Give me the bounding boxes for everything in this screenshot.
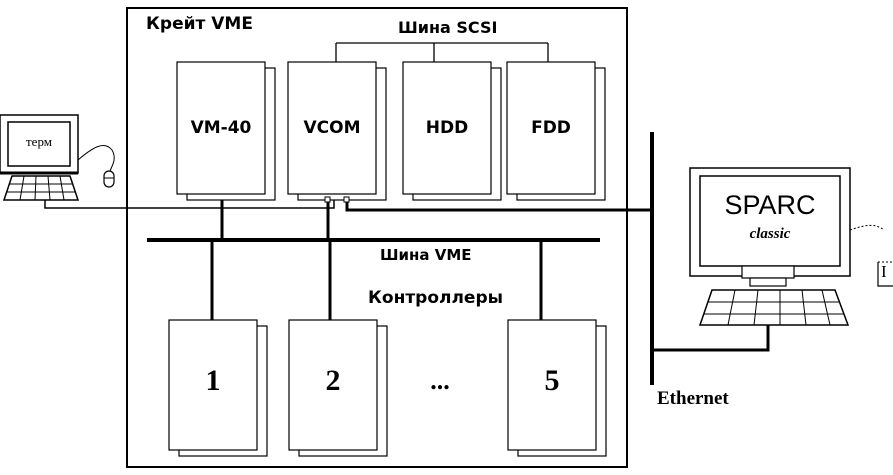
controllers-heading: Контроллеры (368, 288, 503, 308)
terminal-serial-line (44, 200, 335, 209)
ethernet-label: Ethernet (657, 388, 729, 409)
module-hdd-label: HDD (425, 118, 469, 138)
workstation-mouse-cable (849, 224, 885, 231)
module-fdd-label: FDD (531, 118, 571, 138)
vcom-port-right (343, 196, 350, 203)
crate-title: Крейт VME (146, 14, 253, 34)
module-vcom-card (287, 61, 387, 201)
module-fdd-card (506, 61, 606, 201)
workstation-screen-subtitle: classic (749, 226, 791, 242)
workstation-keyboard-icon (698, 289, 850, 326)
mouse-cable (77, 145, 115, 173)
workstation-ethernet-link (652, 325, 770, 352)
terminal-icon (0, 114, 80, 201)
vcom-ethernet-link (345, 202, 652, 212)
controller-5-card (507, 319, 607, 457)
controller-2-card (288, 319, 388, 457)
mouse-icon (103, 170, 115, 188)
module-vm40-label: VM-40 (190, 118, 252, 138)
scsi-bus-label: Шина SCSI (398, 18, 498, 37)
controller-2-label: 2 (325, 364, 341, 397)
terminal-screen-label: терм (26, 134, 52, 149)
vme-bus-label: Шина VME (380, 246, 472, 264)
controller-1-card (168, 319, 268, 457)
workstation-screen-title: SPARC (724, 190, 816, 220)
workstation-mouse-icon (877, 261, 893, 287)
keyboard-icon (2, 175, 80, 201)
controller-ellipsis-label: ... (430, 366, 450, 395)
module-vm40-card (176, 61, 276, 201)
workstation-side-label: I (881, 262, 887, 281)
vcom-port-left (324, 196, 331, 203)
sparc-workstation-icon (689, 167, 851, 326)
module-hdd-card (402, 61, 502, 201)
controller-5-label: 5 (544, 364, 560, 397)
module-vcom-label: VCOM (303, 118, 361, 138)
scsi-bus-line (335, 42, 549, 62)
vme-crate-frame (126, 7, 628, 468)
controller-1-label: 1 (205, 364, 221, 397)
